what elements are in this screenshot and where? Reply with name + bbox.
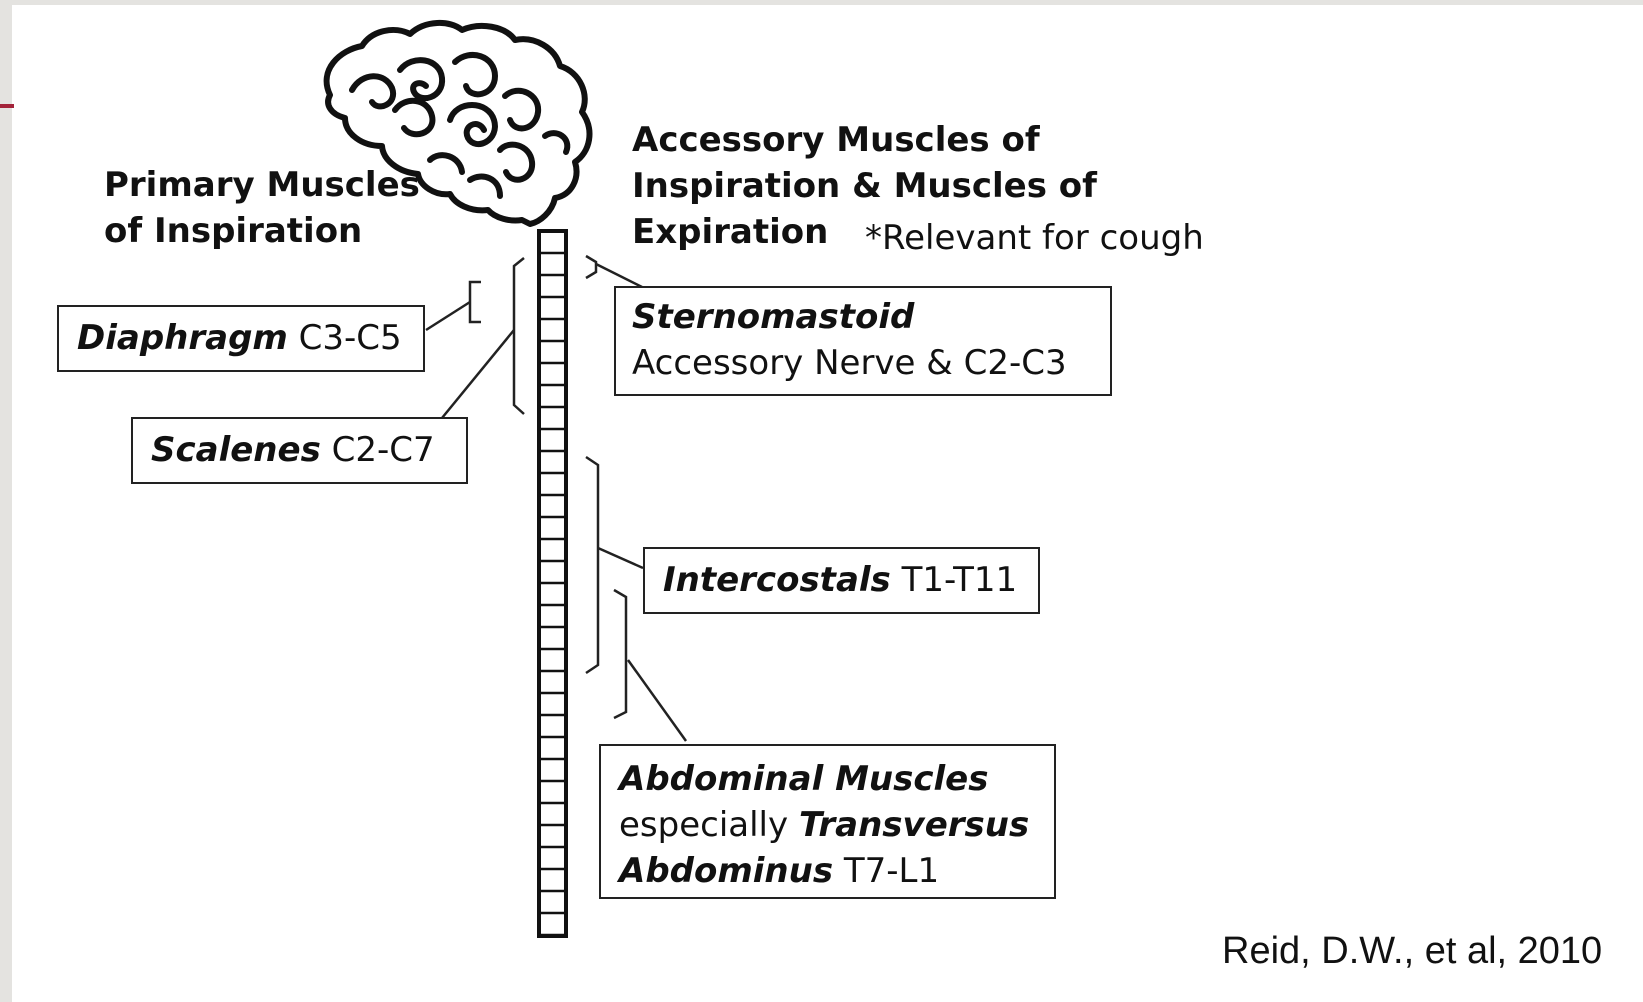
scalenes-nerve: C2-C7 xyxy=(332,430,435,470)
sternomastoid-box: Sternomastoid Accessory Nerve & C2-C3 xyxy=(614,286,1112,396)
cough-note: *Relevant for cough xyxy=(865,218,1204,258)
primary-muscles-heading: Primary Muscles of Inspiration xyxy=(104,162,420,254)
transversus-name: Transversus xyxy=(799,805,1029,845)
accessory-heading-line-1: Accessory Muscles of xyxy=(632,117,1097,163)
abdominal-name: Abdominal Muscles xyxy=(619,756,1036,802)
spinal-cord-icon xyxy=(539,231,566,936)
intercostals-name: Intercostals xyxy=(663,560,891,600)
abdominal-box: Abdominal Muscles especially Transversus… xyxy=(599,744,1056,899)
sternomastoid-nerve: Accessory Nerve & C2-C3 xyxy=(632,340,1094,386)
abdominal-prefix: especially xyxy=(619,805,788,845)
accessory-heading-line-2: Inspiration & Muscles of xyxy=(632,163,1097,209)
abdominal-nerve: T7-L1 xyxy=(844,851,939,891)
abdominus-name: Abdominus xyxy=(619,851,833,891)
intercostals-box: Intercostals T1-T11 xyxy=(643,547,1040,614)
intercostals-nerve: T1-T11 xyxy=(902,560,1018,600)
primary-heading-line-1: Primary Muscles xyxy=(104,162,420,208)
diaphragm-box: Diaphragm C3-C5 xyxy=(57,305,425,372)
scalenes-name: Scalenes xyxy=(151,430,321,470)
sternomastoid-name: Sternomastoid xyxy=(632,294,1094,340)
citation: Reid, D.W., et al, 2010 xyxy=(1222,930,1602,973)
diaphragm-nerve: C3-C5 xyxy=(299,318,402,358)
primary-heading-line-2: of Inspiration xyxy=(104,208,420,254)
scalenes-box: Scalenes C2-C7 xyxy=(131,417,468,484)
diaphragm-name: Diaphragm xyxy=(77,318,288,358)
